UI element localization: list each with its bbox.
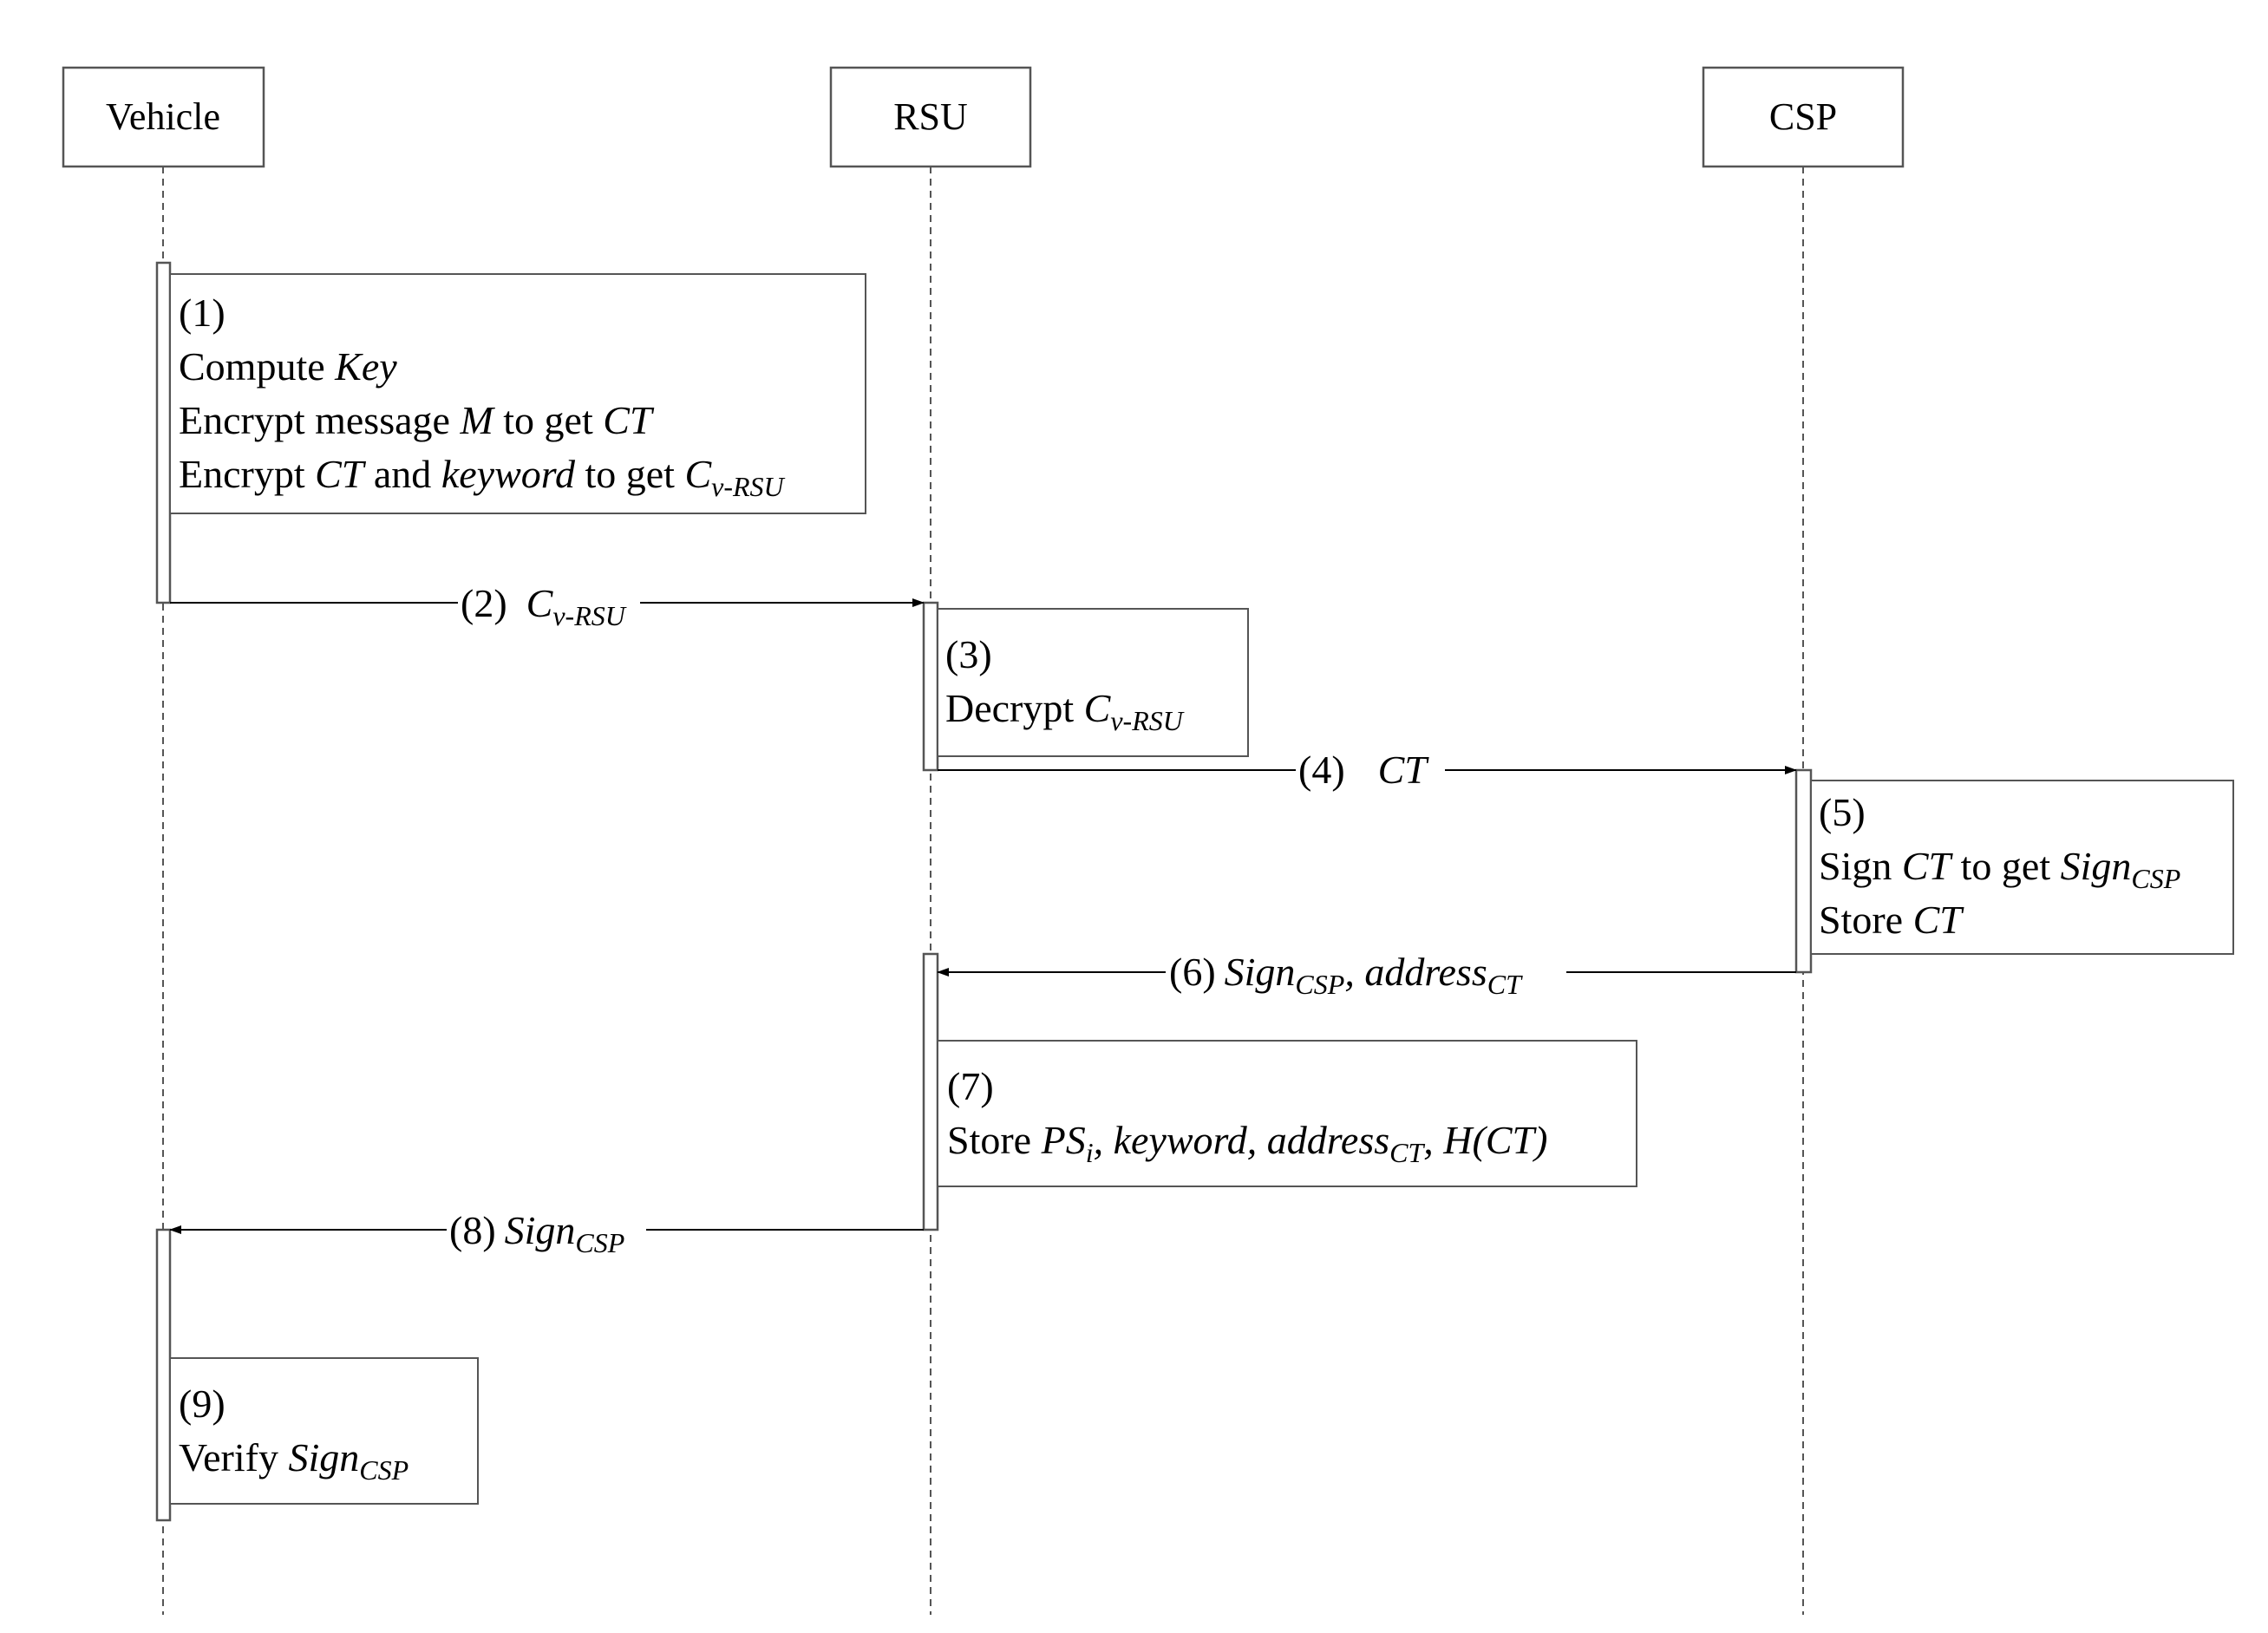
step-9-note: (9) Verify SignCSP: [169, 1357, 479, 1505]
step-7-line-1: Store PSi, keyword, addressCT, H(CT): [947, 1118, 1547, 1168]
step-1-note: (1) Compute Key Encrypt message M to get…: [169, 273, 866, 514]
message-4: (4)CT: [938, 747, 1797, 794]
step-5-line-2: Store CT: [1819, 898, 1964, 942]
participant-rsu: RSU: [829, 66, 1032, 168]
participant-vehicle-label: Vehicle: [106, 95, 220, 138]
step-7-note: (7) Store PSi, keyword, addressCT, H(CT): [937, 1040, 1637, 1187]
step-1-line-3: Encrypt CT and keyword to get Cv-RSU: [179, 452, 786, 502]
step-3-number: (3): [945, 632, 992, 676]
participant-csp: CSP: [1702, 66, 1905, 168]
step-1-line-1: Compute Key: [179, 344, 397, 389]
step-3-note: (3) Decrypt Cv-RSU: [937, 608, 1249, 757]
step-5-note: (5) Sign CT to get SignCSP Store CT: [1810, 780, 2234, 955]
step-5-number: (5): [1819, 790, 1866, 834]
step-1-number: (1): [179, 291, 225, 335]
step-7-number: (7): [947, 1064, 994, 1108]
participant-vehicle: Vehicle: [62, 66, 265, 168]
step-5-line-1: Sign CT to get SignCSP: [1819, 844, 2180, 894]
message-2-label: (2)Cv-RSU: [461, 581, 627, 631]
step-3-line-1: Decrypt Cv-RSU: [945, 686, 1185, 736]
activation-vehicle-1: [155, 261, 172, 604]
activation-vehicle-2: [155, 1228, 172, 1522]
message-2: (2)Cv-RSU: [170, 579, 925, 631]
activation-csp-1: [1794, 768, 1813, 974]
activation-rsu-2: [922, 952, 939, 1231]
step-9-line-1: Verify SignCSP: [179, 1435, 409, 1486]
message-8: (8)SignCSP: [169, 1205, 924, 1258]
message-6-label: (6)SignCSP, addressCT: [1169, 950, 1523, 1000]
message-4-label: (4)CT: [1298, 748, 1429, 792]
message-8-label: (8)SignCSP: [449, 1208, 624, 1258]
step-9-number: (9): [179, 1382, 225, 1426]
participant-csp-label: CSP: [1769, 95, 1837, 138]
message-6: (6)SignCSP, addressCT: [937, 947, 1796, 1000]
participant-rsu-label: RSU: [893, 95, 968, 138]
activation-rsu-1: [922, 601, 939, 772]
step-1-line-2: Encrypt message M to get CT: [179, 398, 655, 442]
